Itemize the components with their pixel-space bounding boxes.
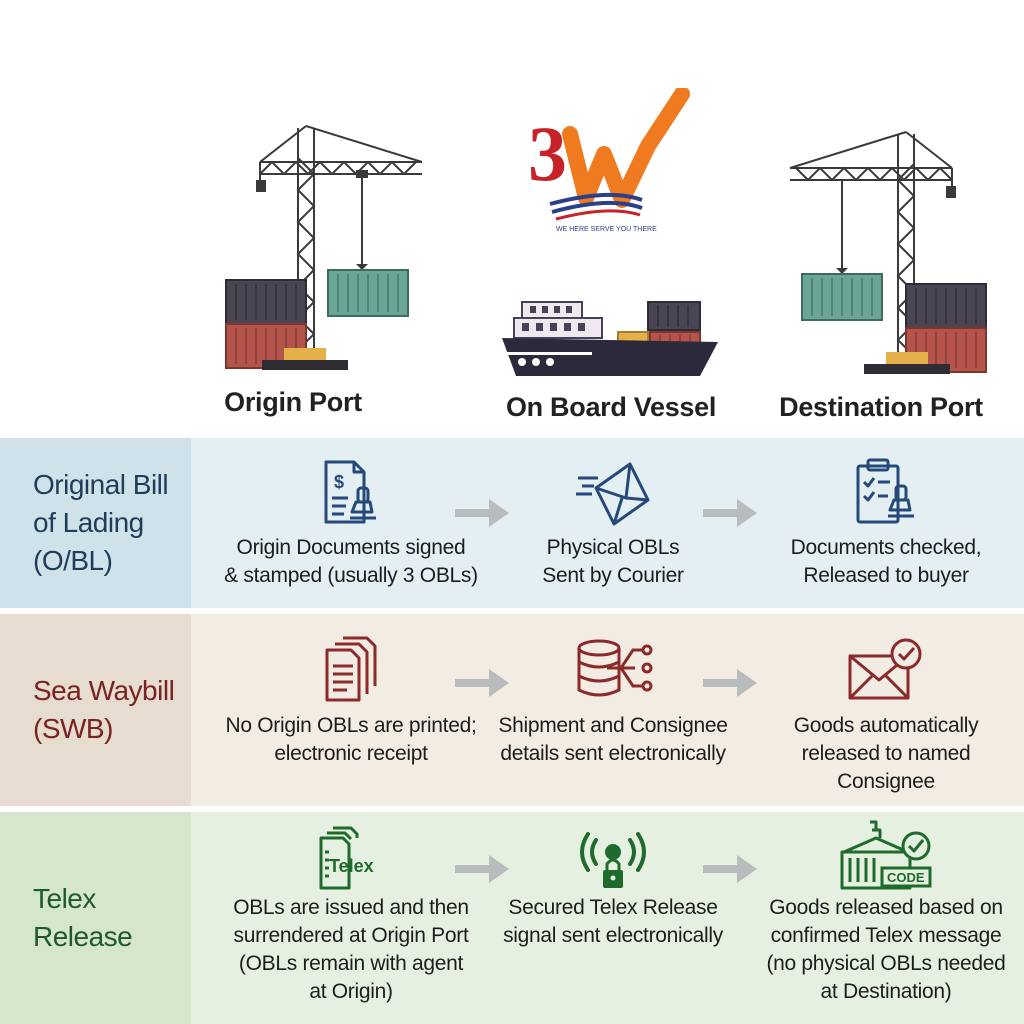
row-title-panel: Original Bill of Lading (O/BL) bbox=[0, 438, 191, 608]
step-text-line: electronic receipt bbox=[274, 742, 428, 765]
arrow-right-icon bbox=[455, 855, 509, 883]
teal-container bbox=[327, 269, 409, 317]
step-text-line: Consignee bbox=[837, 770, 935, 793]
step-text-line: Shipment and Consignee bbox=[498, 714, 728, 737]
step-text-line: Physical OBLs bbox=[546, 536, 680, 559]
stage-label-origin-port: Origin Port bbox=[224, 387, 362, 417]
svg-text:3: 3 bbox=[528, 110, 567, 197]
row-steps: No Origin OBLs are printed; electronic r… bbox=[191, 614, 1024, 806]
row-telex-release: Telex Release Telex OBLs are issued and … bbox=[0, 812, 1024, 1024]
step-origin: Telex OBLs are issued and then surrender… bbox=[191, 826, 511, 1006]
telex-doc-label: Telex bbox=[329, 856, 374, 876]
clipboard-stamp-icon bbox=[856, 458, 914, 524]
step-text-line: Secured Telex Release bbox=[508, 896, 718, 919]
arrow-right-icon bbox=[455, 499, 509, 527]
code-label: CODE bbox=[887, 870, 925, 885]
row-steps: $ Origin Documents signed & stamped (usu… bbox=[191, 438, 1024, 608]
envelope-courier-icon bbox=[576, 462, 650, 526]
arrow-right-icon bbox=[703, 855, 757, 883]
row-original-bill-of-lading: Original Bill of Lading (O/BL) $ Origin … bbox=[0, 438, 1024, 608]
step-vessel: Shipment and Consignee details sent elec… bbox=[467, 636, 759, 768]
3w-logo: 3 WE HERE SERVE YOU THERE bbox=[528, 88, 690, 233]
row-title-panel: Telex Release bbox=[0, 812, 191, 1024]
step-vessel: Physical OBLs Sent by Courier bbox=[467, 458, 759, 590]
step-text-line: at Origin) bbox=[309, 980, 393, 1003]
stage-label-destination-port: Destination Port bbox=[779, 392, 983, 422]
row-title: Sea Waybill (SWB) bbox=[33, 675, 175, 744]
row-sea-waybill: Sea Waybill (SWB) No Origin OBLs are pri… bbox=[0, 614, 1024, 806]
step-origin: $ Origin Documents signed & stamped (usu… bbox=[191, 458, 511, 590]
telex-document-icon: Telex bbox=[319, 826, 374, 890]
step-text-line: confirmed Telex message bbox=[770, 924, 1002, 947]
row-steps: Telex OBLs are issued and then surrender… bbox=[191, 812, 1024, 1024]
arrow-right-icon bbox=[455, 669, 509, 697]
step-text-line: (OBLs remain with agent bbox=[238, 952, 464, 975]
step-text-line: surrendered at Origin Port bbox=[233, 924, 469, 947]
stage-label-on-board-vessel: On Board Vessel bbox=[505, 392, 717, 422]
step-text-line: Sent by Courier bbox=[542, 564, 684, 587]
step-text-line: details sent electronically bbox=[500, 742, 726, 765]
step-text-line: & stamped (usually 3 OBLs) bbox=[224, 564, 478, 587]
step-text-line: Documents checked, bbox=[790, 536, 982, 559]
step-destination: Documents checked, Released to buyer bbox=[747, 458, 1024, 590]
container-code-icon: CODE bbox=[840, 820, 932, 890]
step-text-line: Released to buyer bbox=[803, 564, 969, 587]
arrow-right-icon bbox=[703, 669, 757, 697]
step-text-line: Goods released based on bbox=[769, 896, 1003, 919]
secure-signal-icon bbox=[580, 832, 646, 888]
step-text-line: Origin Documents signed bbox=[236, 536, 466, 559]
database-network-icon bbox=[577, 639, 653, 697]
step-text-line: (no physical OBLs needed bbox=[766, 952, 1006, 975]
step-text-line: released to named bbox=[801, 742, 971, 765]
vessel-illustration bbox=[502, 301, 718, 376]
document-stamp-icon: $ bbox=[324, 460, 376, 524]
row-title: Original Bill of Lading (O/BL) bbox=[33, 469, 169, 576]
envelope-check-icon bbox=[848, 638, 922, 700]
svg-text:$: $ bbox=[334, 472, 344, 492]
step-text-line: OBLs are issued and then bbox=[233, 896, 469, 919]
logo-tagline: WE HERE SERVE YOU THERE bbox=[556, 226, 657, 233]
step-destination: CODE Goods released based on confirmed T… bbox=[747, 820, 1024, 1006]
step-text-line: Goods automatically bbox=[793, 714, 979, 737]
illustration-panel: 3 WE HERE SERVE YOU THERE bbox=[0, 0, 1024, 436]
step-vessel: Secured Telex Release signal sent electr… bbox=[467, 826, 759, 950]
destination-port-illustration bbox=[789, 131, 987, 374]
step-origin: No Origin OBLs are printed; electronic r… bbox=[191, 636, 511, 768]
row-title-panel: Sea Waybill (SWB) bbox=[0, 614, 191, 806]
row-title: Telex Release bbox=[33, 883, 133, 952]
arrow-right-icon bbox=[703, 499, 757, 527]
step-text-line: at Destination) bbox=[820, 980, 952, 1003]
step-text-line: signal sent electronically bbox=[503, 924, 723, 947]
step-text-line: No Origin OBLs are printed; bbox=[225, 714, 477, 737]
origin-port-illustration bbox=[225, 125, 423, 370]
document-stack-icon bbox=[325, 636, 377, 702]
step-destination: Goods automatically released to named Co… bbox=[747, 636, 1024, 796]
